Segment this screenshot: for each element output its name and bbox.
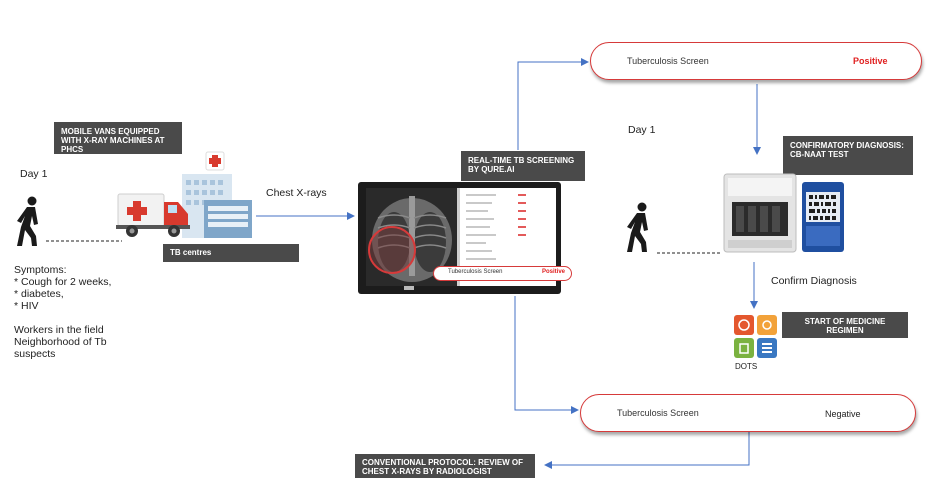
negative-pill-result: Negative [825, 409, 861, 419]
arrow-to-positive [517, 58, 589, 150]
symptom-item: * HIV [14, 300, 39, 312]
negative-pill-label: Tuberculosis Screen [617, 408, 699, 418]
positive-pill-label: Tuberculosis Screen [627, 56, 709, 66]
workers-line: Neighborhood of Tb [14, 336, 107, 348]
symptoms-title: Symptoms: [14, 264, 67, 276]
monitor-pill-label: Tuberculosis Screen [448, 269, 503, 275]
monitor-pill-result: Positive [542, 269, 566, 275]
dots-label: DOTS [735, 362, 758, 371]
monitor-screen-pill: Tuberculosis Screen Positive [433, 266, 572, 281]
hospital-icon [182, 151, 252, 238]
walking-person-icon [627, 202, 648, 252]
conventional-protocol-label: CONVENTIONAL PROTOCOL: REVIEW OF CHEST X… [355, 454, 535, 478]
negative-result-pill: Tuberculosis Screen Negative [580, 394, 916, 432]
arrow-to-conventional [544, 432, 750, 469]
symptoms-block: Symptoms: * Cough for 2 weeks, * diabete… [14, 264, 111, 360]
symptom-item: * Cough for 2 weeks, [14, 276, 112, 288]
monitor-controls [404, 286, 414, 290]
workers-line: suspects [14, 348, 56, 360]
walking-person-icon [17, 196, 38, 246]
cbnaat-machine-icon [723, 173, 844, 253]
positive-result-pill: Tuberculosis Screen Positive [590, 42, 922, 80]
positive-pill-result: Positive [853, 56, 888, 66]
medicine-regimen-label: START OF MEDICINE REGIMEN [782, 312, 908, 338]
confirmatory-label: CONFIRMATORY DIAGNOSIS: CB-NAAT TEST [783, 136, 913, 175]
arrow-to-negative [514, 296, 579, 414]
lesion-highlight [368, 226, 416, 274]
symptom-item: * diabetes, [14, 288, 64, 300]
tb-centres-label: TB centres [163, 244, 299, 262]
day-label-left: Day 1 [20, 168, 48, 180]
chest-xray-monitor [358, 182, 561, 294]
ambulance-icon [116, 193, 190, 237]
chest-xrays-label: Chest X-rays [266, 187, 327, 199]
confirm-diagnosis-label: Confirm Diagnosis [771, 275, 857, 287]
day-label-right: Day 1 [628, 124, 656, 136]
dots-logo-icon [734, 315, 777, 358]
screening-label: REAL-TIME TB SCREENING BY QURE.AI [461, 151, 585, 181]
mobile-vans-label: MOBILE VANS EQUIPPED WITH X-RAY MACHINES… [54, 122, 182, 154]
workers-line: Workers in the field [14, 324, 104, 336]
